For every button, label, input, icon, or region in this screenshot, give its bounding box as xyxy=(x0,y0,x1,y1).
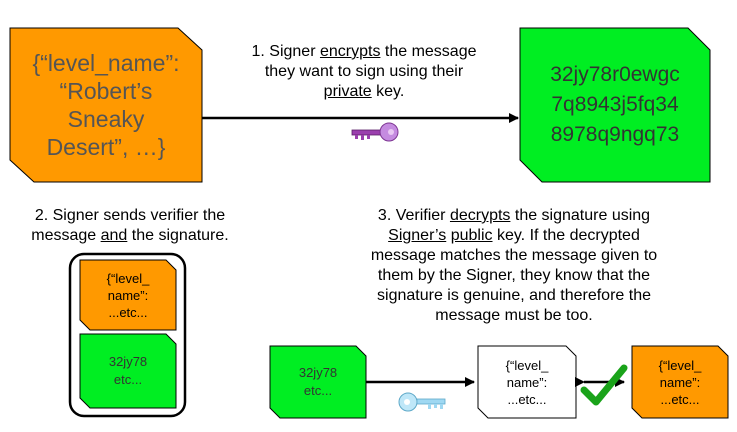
bundle-message-line: {“level_ xyxy=(106,270,150,286)
step3-text: message matches the message given to xyxy=(370,247,658,264)
bundle-signature-document xyxy=(79,333,177,409)
step3-text: signature is genuine, and therefore the xyxy=(377,287,651,304)
step2-text: 2. Signer sends verifier the xyxy=(34,207,226,224)
decrypted-message-line: {“level_ xyxy=(505,357,549,373)
step1-text: the message xyxy=(380,43,477,60)
step3-text: 3. Verifier xyxy=(377,207,450,224)
given-message-line: {“level_ xyxy=(658,357,702,373)
step3-text: them by the Signer, they know that the xyxy=(377,267,651,284)
bundle-container xyxy=(68,252,187,418)
signature-line: 32jy78r0ewgc xyxy=(550,63,680,86)
decrypted-message-line: ...etc... xyxy=(507,391,547,407)
given-message-line: name”: xyxy=(659,374,701,390)
step3-keyword-public: public xyxy=(450,227,493,244)
step3-text: the signature using xyxy=(510,207,651,224)
step1-keyword-private: private xyxy=(323,83,372,100)
original-message-line: Sneaky xyxy=(67,106,145,132)
decrypted-message-document xyxy=(477,345,577,419)
bundle-signature-line: etc... xyxy=(113,372,143,387)
verify-signature-document xyxy=(269,345,367,419)
step2-text: the signature. xyxy=(127,227,229,244)
signature-line: 7q8943j5fq34 xyxy=(551,93,679,116)
public-key-icon xyxy=(398,392,446,412)
signature-line: 8978q9ngq73 xyxy=(550,123,680,146)
decrypted-message-text: {“level_ name”: ...etc... xyxy=(478,346,576,418)
original-message-line: “Robert’s xyxy=(59,78,153,104)
original-message-text: {“level_name”: “Robert’s Sneaky Desert”,… xyxy=(10,28,202,182)
bundle-message-text: {“level_ name”: ...etc... xyxy=(80,260,176,330)
step3-text: key. If the decrypted xyxy=(492,227,640,244)
step2-label: 2. Signer sends verifier the message and… xyxy=(4,206,256,246)
original-message-line: Desert”, …} xyxy=(46,134,166,160)
private-key-icon xyxy=(351,122,399,142)
signature-text: 32jy78r0ewgc 7q8943j5fq34 8978q9ngq73 xyxy=(520,28,710,182)
original-message-line: {“level_name”: xyxy=(32,50,180,76)
step1-text: 1. Signer xyxy=(251,43,320,60)
verify-signature-text: 32jy78 etc... xyxy=(270,346,366,418)
decrypted-message-line: name”: xyxy=(506,374,548,390)
given-message-line: ...etc... xyxy=(660,391,700,407)
step3-text: message must be too. xyxy=(435,307,593,324)
step1-text: they want to sign using their xyxy=(264,63,464,80)
step2-keyword-and: and xyxy=(100,227,128,244)
step1-label: 1. Signer encrypts the message they want… xyxy=(214,42,514,102)
bundle-signature-text: 32jy78 etc... xyxy=(80,334,176,408)
original-message-document xyxy=(9,27,203,183)
checkmark-icon xyxy=(580,364,628,406)
verify-signature-line: 32jy78 xyxy=(298,365,338,380)
given-message-document xyxy=(631,345,729,419)
step3-keyword-signers: Signer’s xyxy=(388,227,447,244)
step2-text: message xyxy=(31,227,101,244)
step3-keyword-decrypts: decrypts xyxy=(449,207,511,224)
step3-label: 3. Verifier decrypts the signature using… xyxy=(324,206,704,326)
step1-text: key. xyxy=(371,83,405,100)
step1-keyword-encrypts: encrypts xyxy=(319,43,381,60)
given-message-text: {“level_ name”: ...etc... xyxy=(632,346,728,418)
signature-document xyxy=(519,27,711,183)
bundle-message-line: name”: xyxy=(107,287,149,303)
verify-signature-line: etc... xyxy=(303,383,333,398)
bundle-message-document xyxy=(79,259,177,331)
bundle-message-line: ...etc... xyxy=(108,304,148,320)
bundle-signature-line: 32jy78 xyxy=(108,354,148,369)
